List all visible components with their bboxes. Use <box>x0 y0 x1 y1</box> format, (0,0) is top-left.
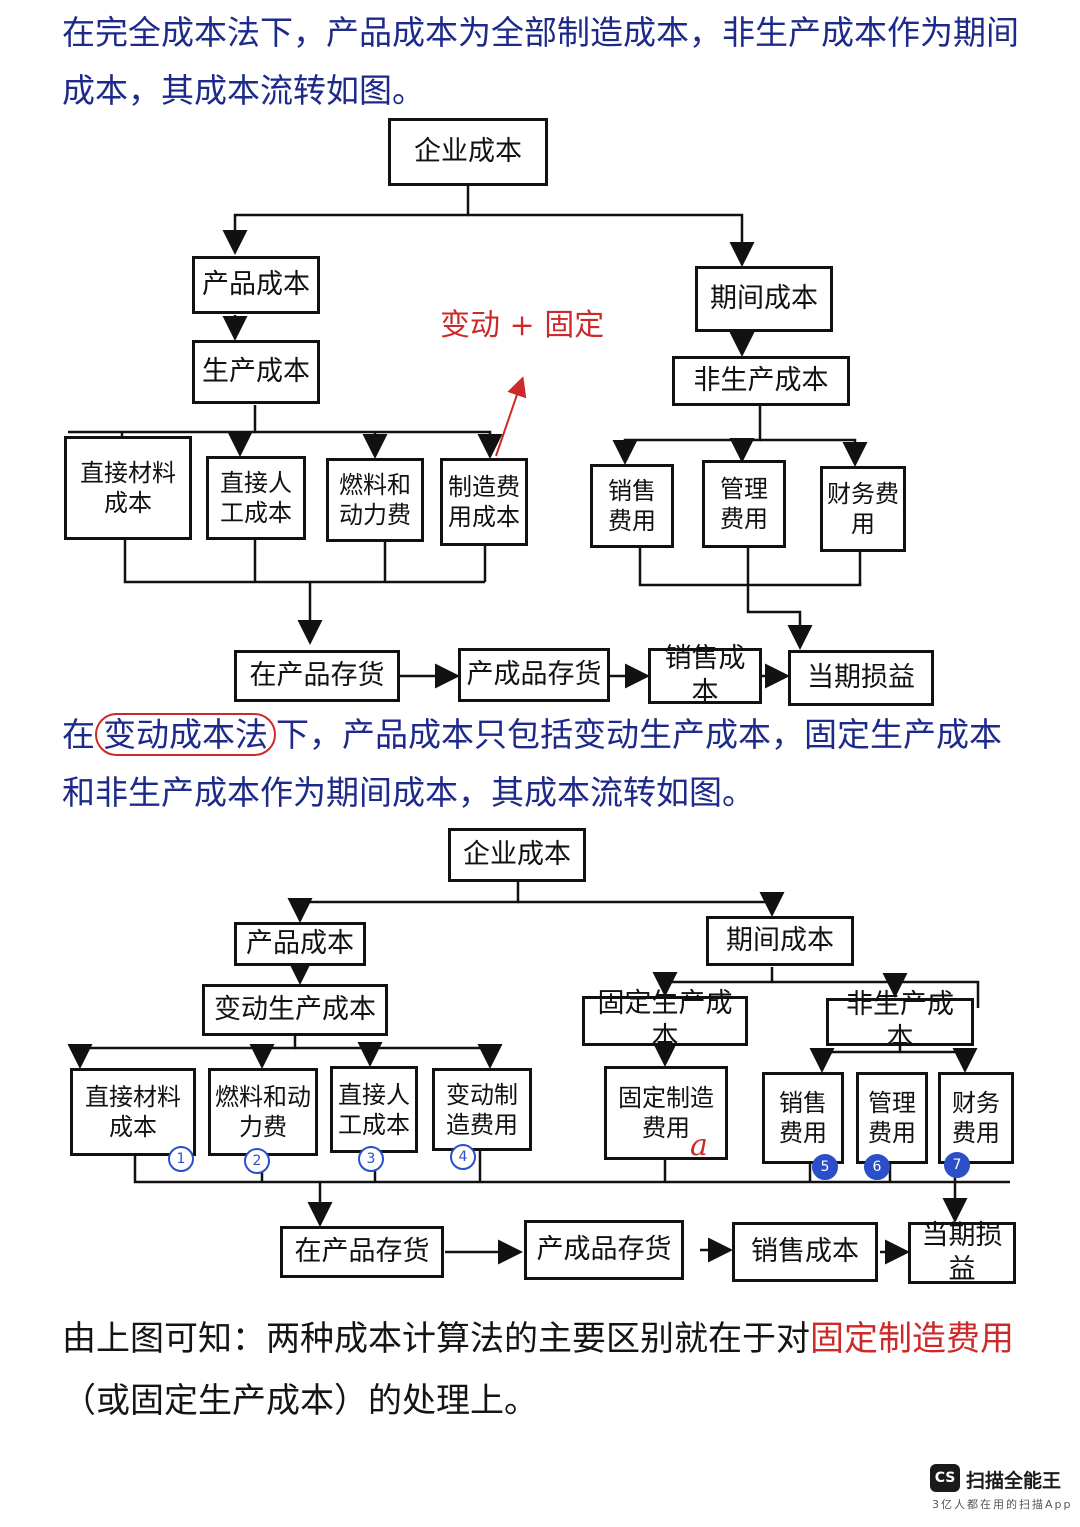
d1-direct-materials: 直接材料成本 <box>64 436 192 540</box>
d2-finished-goods: 产成品存货 <box>524 1220 684 1280</box>
d1-cost-of-sales: 销售成本 <box>648 643 762 708</box>
d2-item-number-3: 3 <box>358 1146 384 1172</box>
d1-work-in-process: 在产品存货 <box>234 650 400 702</box>
d2-variable-production-cost: 变动生产成本 <box>202 984 388 1036</box>
d2-root-enterprise-cost: 企业成本 <box>448 828 586 882</box>
conclusion-part-1: 由上图可知：两种成本计算法的主要区别就在于对 <box>62 1319 810 1359</box>
d1-finished-goods: 产成品存货 <box>458 648 610 702</box>
d1-fuel-power: 燃料和动力费 <box>326 458 424 542</box>
d2-item-number-2: 2 <box>244 1148 270 1174</box>
d1-nonproduction-cost: 非生产成本 <box>672 356 850 406</box>
d2-nonproduction-cost: 非生产成本 <box>826 989 974 1054</box>
brand-slogan: 3亿人都在用的扫描App <box>932 1498 1073 1511</box>
conclusion-highlight: 固定制造费用 <box>810 1319 1014 1359</box>
d2-selling-expense: 销售费用 <box>762 1072 844 1164</box>
d2-item-number-6: 6 <box>864 1154 890 1180</box>
d2-item-number-5: 5 <box>812 1154 838 1180</box>
d2-fixed-production-cost: 固定生产成本 <box>582 988 748 1053</box>
variable-costing-term: 变动成本法 <box>95 713 276 756</box>
d1-root-enterprise-cost: 企业成本 <box>388 118 548 186</box>
variable-costing-intro: 在变动成本法下，产品成本只包括变动生产成本，固定生产成本和非生产成本作为期间成本… <box>62 706 1022 822</box>
d2-fixed-overhead: 固定制造费用 <box>604 1066 728 1160</box>
brand-name: 扫描全能王 <box>966 1470 1062 1492</box>
d2-direct-labor: 直接人工成本 <box>330 1066 418 1153</box>
d1-current-profit-loss: 当期损益 <box>788 650 934 706</box>
d2-direct-materials: 直接材料成本 <box>70 1068 196 1156</box>
d2-work-in-process: 在产品存货 <box>280 1226 444 1278</box>
variable-costing-prefix: 在 <box>62 715 95 754</box>
d2-product-cost: 产品成本 <box>234 922 366 966</box>
absorption-costing-text: ，产品成本为全部制造成本，非生产成本作为期间成本，其成本流转如图。 <box>62 13 1019 110</box>
variable-costing-text: 下，产品成本只包括变动生产成本，固定生产成本和非生产成本作为期间成本，其成本流转… <box>62 715 1002 812</box>
d1-direct-labor: 直接人工成本 <box>206 456 306 540</box>
d2-current-profit-loss: 当期损益 <box>908 1220 1016 1285</box>
d2-item-number-7: 7 <box>944 1152 970 1178</box>
d1-production-cost: 生产成本 <box>192 340 320 404</box>
d2-financial-expense: 财务费用 <box>938 1072 1014 1164</box>
d1-financial-expense: 财务费用 <box>820 466 906 552</box>
absorption-costing-term: 在完全成本法下 <box>62 13 293 52</box>
d2-cost-of-sales: 销售成本 <box>732 1222 878 1282</box>
d2-period-cost: 期间成本 <box>706 916 854 966</box>
d2-fixed-overhead-mark: a <box>690 1128 708 1163</box>
d2-item-number-1: 1 <box>168 1146 194 1172</box>
d2-variable-overhead: 变动制造费用 <box>432 1068 532 1151</box>
d1-period-cost: 期间成本 <box>695 266 833 332</box>
d1-variable-plus-fixed-note: 变动 + 固定 <box>440 308 605 343</box>
d1-admin-expense: 管理费用 <box>702 460 786 548</box>
conclusion-text: 由上图可知：两种成本计算法的主要区别就在于对固定制造费用 （或固定生产成本）的处理… <box>62 1308 1022 1432</box>
camscanner-logo-icon: CS <box>930 1464 960 1492</box>
conclusion-part-2: （或固定生产成本）的处理上。 <box>62 1381 538 1421</box>
d2-admin-expense: 管理费用 <box>856 1072 928 1164</box>
d2-fuel-power: 燃料和动力费 <box>208 1068 318 1156</box>
d1-selling-expense: 销售费用 <box>590 464 674 548</box>
d1-product-cost: 产品成本 <box>192 256 320 314</box>
d2-item-number-4: 4 <box>450 1144 476 1170</box>
absorption-costing-intro: 在完全成本法下，产品成本为全部制造成本，非生产成本作为期间成本，其成本流转如图。 <box>62 4 1022 120</box>
d1-manufacturing-overhead: 制造费用成本 <box>440 458 528 546</box>
